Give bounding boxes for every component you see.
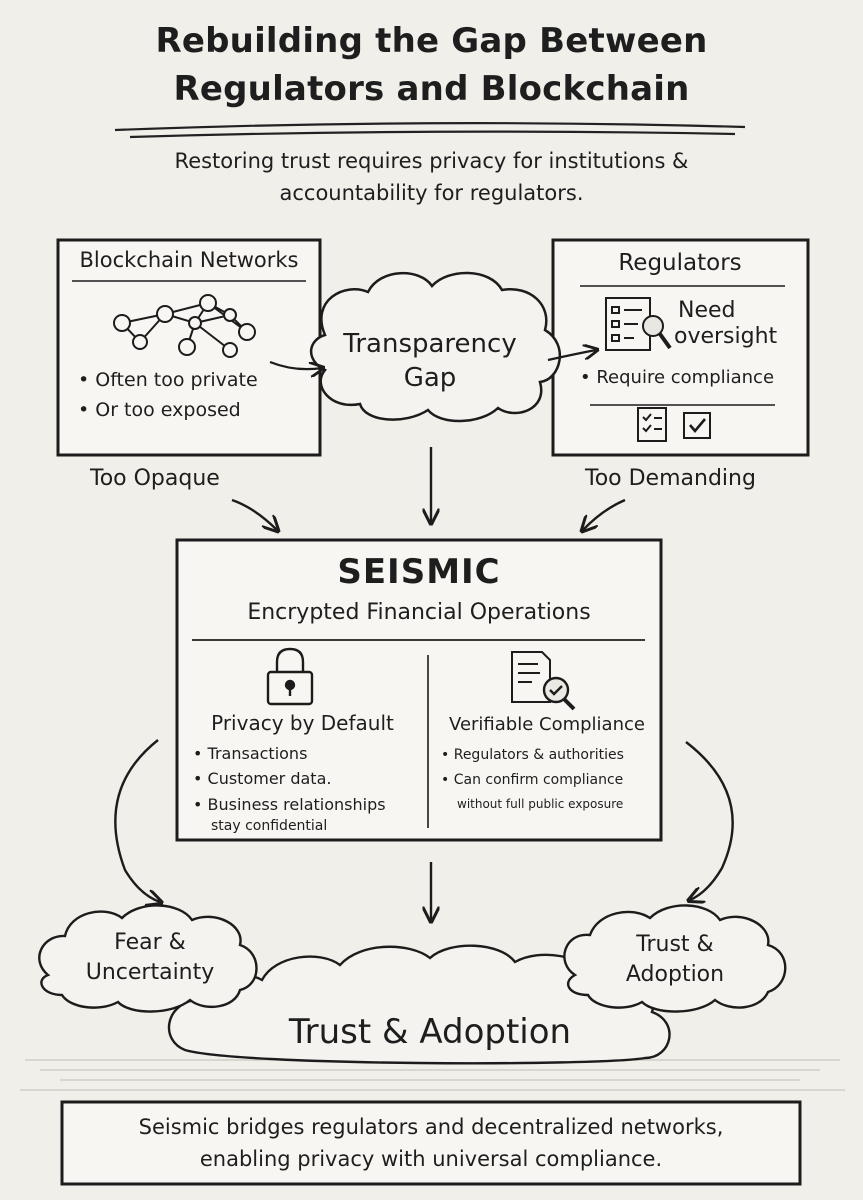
footer-line-1: Seismic bridges regulators and decentral… <box>138 1115 724 1139</box>
document-check-icon <box>511 651 576 711</box>
need-line-1: Need <box>678 298 736 323</box>
arrow-compliance-to-trust <box>686 741 734 900</box>
padlock-icon <box>266 647 314 706</box>
privacy-trailing: stay confidential <box>211 818 328 834</box>
checklist-icon <box>637 407 667 442</box>
regulators-heading: Regulators <box>618 250 742 276</box>
right-trust-line-1: Trust & <box>636 932 714 957</box>
gap-line-1: Transparency <box>343 329 517 359</box>
arrow-opaque-to-seismic <box>231 498 277 530</box>
right-trust-cloud <box>563 904 787 1013</box>
checkbox-icon <box>683 412 711 439</box>
arrow-privacy-to-fear <box>114 739 160 902</box>
fear-cloud <box>38 904 258 1013</box>
ground-hatching <box>20 1059 845 1091</box>
privacy-bullet-3: Business relationships <box>193 795 386 814</box>
fear-line-1: Fear & <box>114 930 186 955</box>
compliance-trailing: without full public exposure <box>457 797 624 811</box>
blockchain-bullet-2: Or too exposed <box>78 399 240 421</box>
compliance-bullet-1: Regulators & authorities <box>441 747 624 763</box>
compliance-heading: Verifiable Compliance <box>449 714 645 735</box>
title-line-1: Rebuilding the Gap Between <box>155 21 708 61</box>
blockchain-bullet-1: Often too private <box>78 369 257 391</box>
privacy-heading: Privacy by Default <box>211 711 394 735</box>
subtitle-line-2: accountability for regulators. <box>279 181 584 205</box>
seismic-box <box>175 538 663 842</box>
too-demanding-caption: Too Demanding <box>585 466 756 491</box>
transparency-gap-cloud <box>309 271 562 423</box>
privacy-bullet-1: Transactions <box>193 744 308 763</box>
seismic-subtitle: Encrypted Financial Operations <box>247 600 591 625</box>
arrow-demanding-to-seismic <box>583 498 626 530</box>
regulators-bullet-1: Require compliance <box>580 367 774 388</box>
subtitle-line-1: Restoring trust requires privacy for ins… <box>174 149 689 173</box>
need-line-2: oversight <box>674 324 778 349</box>
arrow-gap-to-regulators <box>547 350 596 362</box>
seismic-title: SEISMIC <box>337 552 501 592</box>
footer-box <box>60 1100 802 1186</box>
privacy-bullet-2: Customer data. <box>193 769 332 788</box>
too-opaque-caption: Too Opaque <box>90 466 220 491</box>
network-graph-icon <box>113 294 256 358</box>
gap-line-2: Gap <box>403 363 457 393</box>
title-underline <box>114 122 746 139</box>
compliance-bullet-2: Can confirm compliance <box>441 772 624 788</box>
arrow-blockchain-to-gap <box>269 362 322 369</box>
footer-line-2: enabling privacy with universal complian… <box>199 1147 663 1171</box>
checklist-magnifier-icon <box>605 297 672 351</box>
blockchain-heading: Blockchain Networks <box>79 248 299 272</box>
fear-line-2: Uncertainty <box>85 960 215 985</box>
title-line-2: Regulators and Blockchain <box>173 69 690 109</box>
right-trust-line-2: Adoption <box>625 962 725 987</box>
center-trust-label: Trust & Adoption <box>288 1012 572 1052</box>
